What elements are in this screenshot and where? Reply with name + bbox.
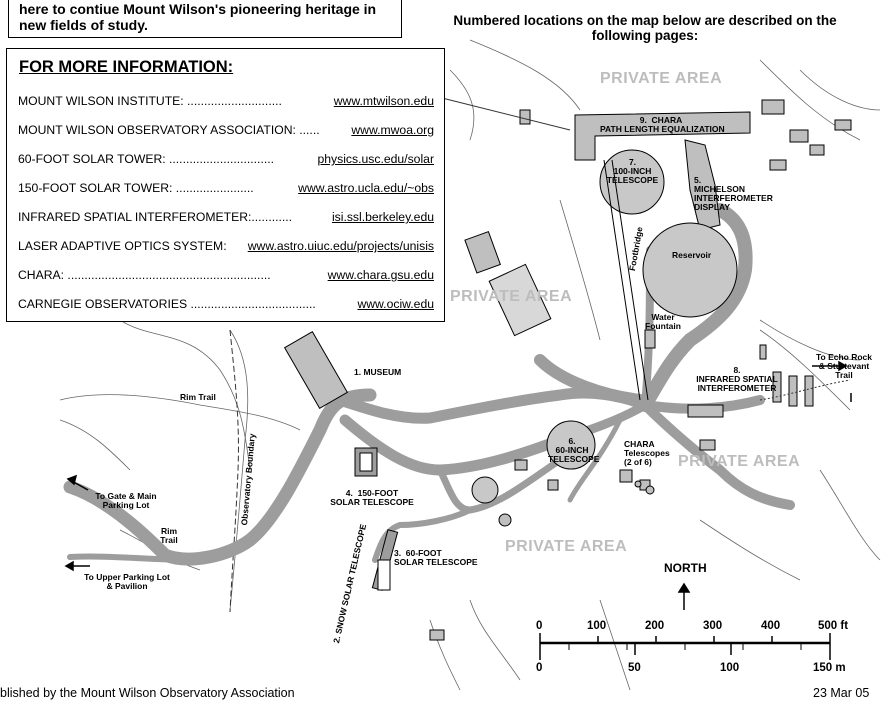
echo-rock-trail-label: To Echo Rock & Sturtevant Trail: [815, 352, 873, 380]
date-footer: 23 Mar 05: [813, 686, 870, 700]
private-area-label: PRIVATE AREA: [678, 453, 801, 470]
scale-ft-tick: 0: [536, 620, 543, 632]
scale-ft-tick: 300: [703, 620, 723, 632]
chara-telescopes-label: CHARA Telescopes (2 of 6): [624, 439, 670, 467]
info-row-mwoa: MOUNT WILSON OBSERVATORY ASSOCIATION: ..…: [18, 123, 438, 141]
60-inch-telescope-label[interactable]: 6. 60-INCH TELESCOPE: [548, 436, 600, 464]
gate-parking-label: To Gate & Main Parking Lot: [95, 491, 157, 510]
150-foot-solar-telescope-label[interactable]: 4. 150-FOOT SOLAR TELESCOPE: [330, 488, 414, 507]
buildings: [283, 99, 852, 641]
info-label: 60-FOOT SOLAR TOWER: ...................…: [18, 152, 274, 166]
scale-m-tick: 100: [720, 662, 740, 674]
info-row-mtwilson-institute: MOUNT WILSON INSTITUTE: ................…: [18, 94, 438, 112]
observatory-boundary-line: [229, 329, 239, 613]
path-top-left: [429, 94, 571, 131]
path-to-echo-rock: [759, 379, 851, 401]
info-row-laser-ao: LASER ADAPTIVE OPTICS SYSTEM: www.astro.…: [18, 239, 438, 257]
info-label: 150-FOOT SOLAR TOWER: ..................…: [18, 181, 254, 195]
map-intro-text: Numbered locations on the map below are …: [453, 13, 837, 43]
60-foot-solar-telescope-label[interactable]: 3. 60-FOOT SOLAR TELESCOPE: [394, 548, 478, 567]
michelson-interferometer-label[interactable]: 5. MICHELSON INTERFEROMETER DISPLAY: [694, 175, 773, 212]
direction-arrows: [64, 360, 852, 610]
100-inch-telescope-label[interactable]: 7. 100-INCH TELESCOPE: [606, 157, 659, 185]
water-fountain-label: Water Fountain: [645, 312, 681, 331]
intro-note-box: here to contiue Mount Wilson's pioneerin…: [8, 0, 402, 38]
mwoa-link[interactable]: www.mwoa.org: [351, 123, 434, 137]
private-area-label: PRIVATE AREA: [505, 538, 628, 555]
info-label: MOUNT WILSON OBSERVATORY ASSOCIATION: ..…: [18, 123, 320, 137]
infrared-spatial-interferometer-label[interactable]: 8. INFRARED SPATIAL INTERFEROMETER: [696, 365, 778, 393]
footbridge-lines: [603, 159, 649, 401]
info-label: CARNEGIE OBSERVATORIES .................…: [18, 297, 316, 311]
north-label: NORTH: [664, 561, 707, 575]
scale-m-tick: 0: [536, 662, 543, 674]
publisher-footer: blished by the Mount Wilson Observatory …: [0, 686, 295, 700]
unisis-link[interactable]: www.astro.uiuc.edu/projects/unisis: [247, 239, 434, 253]
scale-m-tick: 150 m: [813, 662, 846, 674]
scale-ft-tick: 100: [587, 620, 607, 632]
scale-ft-tick: 200: [645, 620, 665, 632]
private-area-label: PRIVATE AREA: [450, 288, 573, 305]
info-row-chara: CHARA: .................................…: [18, 268, 438, 286]
rim-trail-label: Rim Trail: [160, 526, 178, 545]
mtwilson-link[interactable]: www.mtwilson.edu: [333, 94, 434, 108]
private-area-label: PRIVATE AREA: [600, 70, 723, 87]
more-info-title: FOR MORE INFORMATION:: [19, 58, 234, 76]
chara-link[interactable]: www.chara.gsu.edu: [327, 268, 434, 282]
scale-ft-tick: 500 ft: [818, 620, 849, 632]
info-label: MOUNT WILSON INSTITUTE: ................…: [18, 94, 282, 108]
rim-trail-label: Rim Trail: [180, 392, 216, 402]
scale-ft-tick: 400: [761, 620, 781, 632]
roads: [63, 203, 795, 566]
info-row-carnegie: CARNEGIE OBSERVATORIES .................…: [18, 297, 438, 315]
reservoir-label: Reservoir: [672, 250, 712, 260]
info-row-60-foot-tower: 60-FOOT SOLAR TOWER: ...................…: [18, 152, 438, 170]
more-info-box: FOR MORE INFORMATION: MOUNT WILSON INSTI…: [6, 48, 445, 322]
isi-link[interactable]: isi.ssl.berkeley.edu: [331, 210, 434, 224]
info-row-isi: INFRARED SPATIAL INTERFEROMETER:........…: [18, 210, 438, 228]
info-label: LASER ADAPTIVE OPTICS SYSTEM:: [18, 239, 227, 253]
scale-m-tick: 50: [628, 662, 641, 674]
intro-note-text: here to contiue Mount Wilson's pioneerin…: [19, 1, 377, 33]
info-label: CHARA: .................................…: [18, 268, 271, 282]
ucla-obs-link[interactable]: www.astro.ucla.edu/~obs: [298, 181, 434, 195]
scale-bar: [539, 633, 831, 660]
usc-solar-link[interactable]: physics.usc.edu/solar: [317, 152, 434, 166]
chara-path-length-label[interactable]: 9. CHARA PATH LENGTH EQUALIZATION: [600, 115, 725, 134]
ociw-link[interactable]: www.ociw.edu: [357, 297, 434, 311]
upper-parking-label: To Upper Parking Lot & Pavilion: [84, 572, 170, 591]
info-row-150-foot-tower: 150-FOOT SOLAR TOWER: ..................…: [18, 181, 438, 199]
museum-label[interactable]: 1. MUSEUM: [354, 367, 402, 377]
info-label: INFRARED SPATIAL INTERFEROMETER:........…: [18, 210, 293, 224]
